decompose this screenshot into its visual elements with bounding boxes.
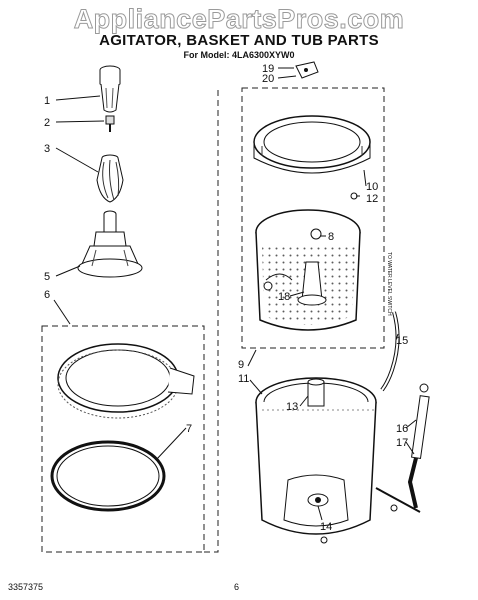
callout-20: 20 [262,73,274,85]
agitator-cap [99,65,121,113]
basket-group-box [241,87,385,349]
wash-basket [255,209,361,331]
callout-7: 7 [186,423,192,435]
ring-group-box [41,325,205,553]
callout-19: 19 [262,63,274,75]
agitator-fastener [105,115,115,132]
watermark: AppliancePartsPros.com [73,4,405,35]
callout-8: 8 [328,231,334,243]
tub-ring [57,343,195,419]
part-code: 3357375 [8,582,44,592]
callout-16: 16 [396,423,408,435]
model-subtitle: For Model: 4LA6300XYW0 [183,50,295,60]
callout-18: 18 [278,291,290,303]
small-bracket [295,61,319,79]
callout-13: 13 [286,401,298,413]
pressure-hose-inner [381,311,399,391]
page-title: AGITATOR, BASKET AND TUB PARTS [99,32,379,49]
water-level-switch-label: TO WATER LEVEL SWITCH [386,252,392,316]
callout-5: 5 [44,271,50,283]
callout-2: 2 [44,117,50,129]
callout-3: 3 [44,143,50,155]
callout-1: 1 [44,95,50,107]
agitator-auger [96,154,124,203]
drain-hose [407,383,430,509]
leader-lines [53,67,417,521]
callout-17: 17 [396,437,408,449]
connector-dashed-line [204,90,219,553]
callout-6: 6 [44,289,50,301]
tub-gasket [50,440,166,512]
callout-15: 15 [396,335,408,347]
callout-10: 10 [366,181,378,193]
callout-14: 14 [320,521,332,533]
callout-11: 11 [238,373,249,385]
agitator-base [77,210,143,278]
callout-9: 9 [238,359,244,371]
page-number: 6 [234,582,240,592]
callout-12: 12 [366,193,378,205]
outer-tub [255,377,421,544]
balance-ring [253,115,371,174]
